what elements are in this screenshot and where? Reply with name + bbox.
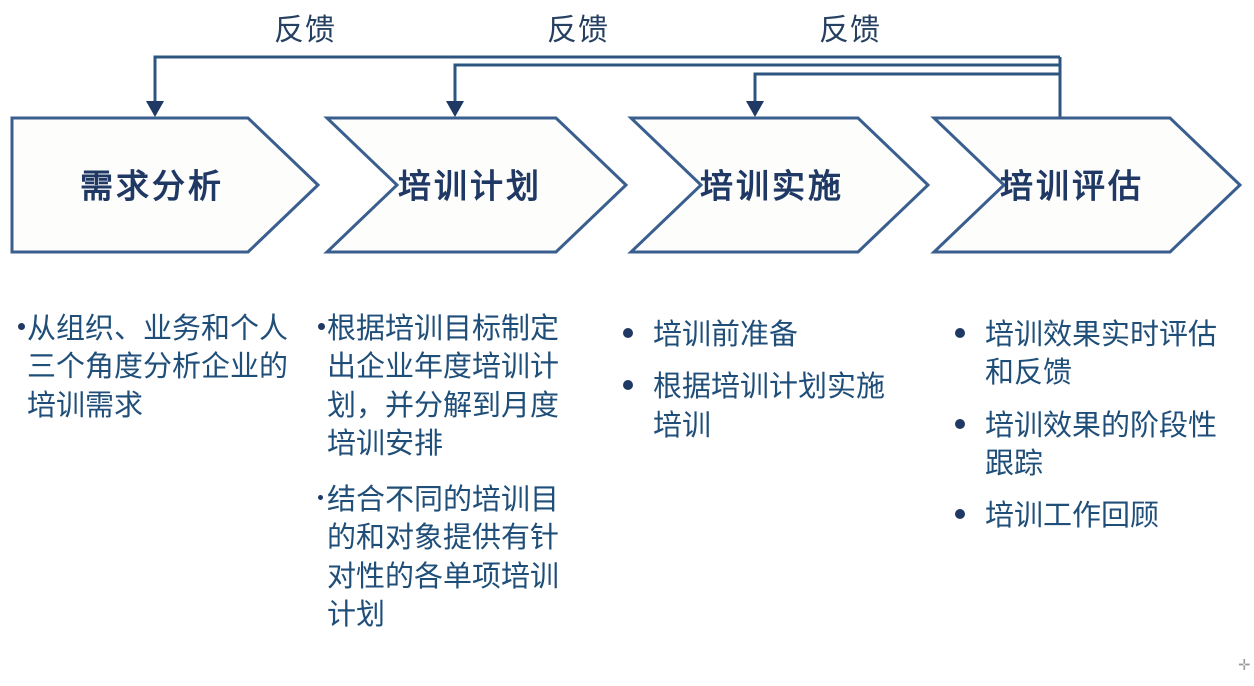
- arrowhead-3: [746, 101, 764, 117]
- list-item: 培训工作回顾: [952, 497, 1234, 535]
- stage-shape-3[interactable]: [627, 116, 931, 254]
- bullet-text: 根据培训计划实施培训: [653, 371, 886, 442]
- bullet-text: 根据培训目标制定出企业年度培训计划，并分解到月度培训安排: [327, 313, 560, 460]
- list-item: 培训前准备: [620, 316, 910, 354]
- feedback-line-2: [453, 63, 1060, 104]
- list-item: 结合不同的培训目的和对象提供有针对性的各单项培训计划: [318, 481, 586, 634]
- feedback-label-2: 反馈: [547, 14, 609, 47]
- bullet-dot-icon: [318, 323, 325, 330]
- bullet-dot-icon: [955, 509, 965, 520]
- feedback-arrowheads: [146, 101, 764, 117]
- arrowhead-1: [146, 101, 164, 117]
- arrowhead-2: [446, 101, 464, 117]
- bullet-text: 培训前准备: [653, 319, 799, 351]
- stage-title-4: 培训评估: [1000, 167, 1144, 205]
- list-item: 根据培训计划实施培训: [620, 368, 910, 445]
- bullet-dot-icon: [955, 328, 965, 338]
- feedback-loop-lines: [153, 55, 1062, 118]
- list-item: 培训效果的阶段性跟踪: [952, 407, 1234, 484]
- feedback-label-1: 反馈: [274, 14, 336, 47]
- list-item: 培训效果实时评估和反馈: [952, 316, 1234, 393]
- bullet-dot-icon: [623, 380, 633, 391]
- stage-shape-1[interactable]: [10, 116, 321, 254]
- stage-shapes: [10, 116, 1243, 254]
- feedback-line-1: [153, 55, 1060, 104]
- bullet-text: 从组织、业务和个人三个角度分析企业的培训需求: [27, 313, 289, 422]
- list-item: 根据培训目标制定出企业年度培训计划，并分解到月度培训安排: [318, 310, 586, 463]
- corner-mark-icon: ✛: [1238, 657, 1251, 674]
- bullet-dot-icon: [18, 323, 25, 330]
- bullet-text: 培训效果的阶段性跟踪: [985, 409, 1218, 480]
- bullet-dot-icon: [623, 328, 633, 338]
- bullet-text: 培训工作回顾: [985, 500, 1160, 533]
- stage-title-2: 培训计划: [398, 167, 542, 205]
- bullet-column-2: 根据培训目标制定出企业年度培训计划，并分解到月度培训安排 结合不同的培训目的和对…: [318, 310, 586, 648]
- stage-shape-2[interactable]: [323, 116, 629, 254]
- stage-title-1: 需求分析: [80, 167, 224, 205]
- bullet-dot-icon: [955, 418, 965, 429]
- feedback-label-3: 反馈: [819, 14, 881, 47]
- bullet-text: 培训效果实时评估和反馈: [985, 319, 1218, 390]
- bullet-column-3: 培训前准备 根据培训计划实施培训: [620, 316, 910, 459]
- stage-title-3: 培训实施: [700, 167, 844, 205]
- stage-shape-4[interactable]: [930, 116, 1243, 254]
- feedback-line-3: [753, 72, 1060, 104]
- bullet-column-4: 培训效果实时评估和反馈 培训效果的阶段性跟踪 培训工作回顾: [952, 316, 1234, 549]
- bullet-dot-icon: [318, 495, 323, 501]
- list-item: 从组织、业务和个人三个角度分析企业的培训需求: [18, 310, 290, 425]
- bullet-column-1: 从组织、业务和个人三个角度分析企业的培训需求: [18, 310, 290, 439]
- bullet-text: 结合不同的培训目的和对象提供有针对性的各单项培训计划: [327, 484, 560, 631]
